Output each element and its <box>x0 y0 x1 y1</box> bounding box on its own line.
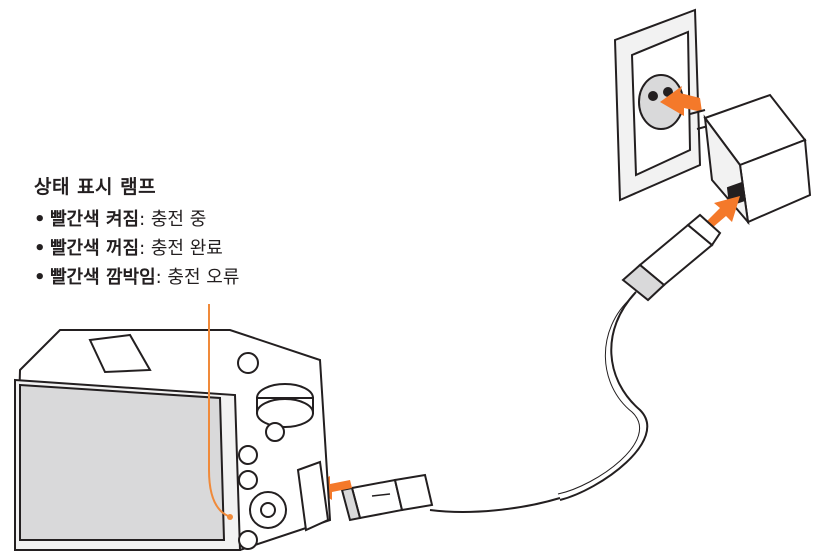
status-lamp-legend: 상태 표시 램프 •빨간색 켜짐: 충전 중 •빨간색 꺼짐: 충전 완료 •빨… <box>34 172 239 292</box>
bullet-icon: • <box>34 234 50 263</box>
bullet-icon: • <box>34 263 50 292</box>
legend-item: •빨간색 깜박임: 충전 오류 <box>34 263 239 292</box>
legend-item-state: 빨간색 켜짐 <box>50 209 139 230</box>
legend-item: •빨간색 켜짐: 충전 중 <box>34 205 239 234</box>
micro-usb-plug <box>342 475 432 520</box>
legend-item-state: 빨간색 꺼짐 <box>50 238 139 259</box>
legend-item-desc: : 충전 완료 <box>139 238 223 259</box>
legend-item-state: 빨간색 깜박임 <box>50 267 156 288</box>
legend-item-desc: : 충전 중 <box>139 209 206 230</box>
camera-icon <box>15 330 330 550</box>
legend-list: •빨간색 켜짐: 충전 중 •빨간색 꺼짐: 충전 완료 •빨간색 깜박임: 충… <box>34 205 239 292</box>
legend-item: •빨간색 꺼짐: 충전 완료 <box>34 234 239 263</box>
usb-arrow-adapter <box>706 196 740 228</box>
bullet-icon: • <box>34 205 50 234</box>
legend-item-desc: : 충전 오류 <box>156 267 240 288</box>
ac-adapter-icon <box>690 95 810 222</box>
legend-title: 상태 표시 램프 <box>34 172 239 199</box>
usb-cable-icon <box>430 215 720 512</box>
